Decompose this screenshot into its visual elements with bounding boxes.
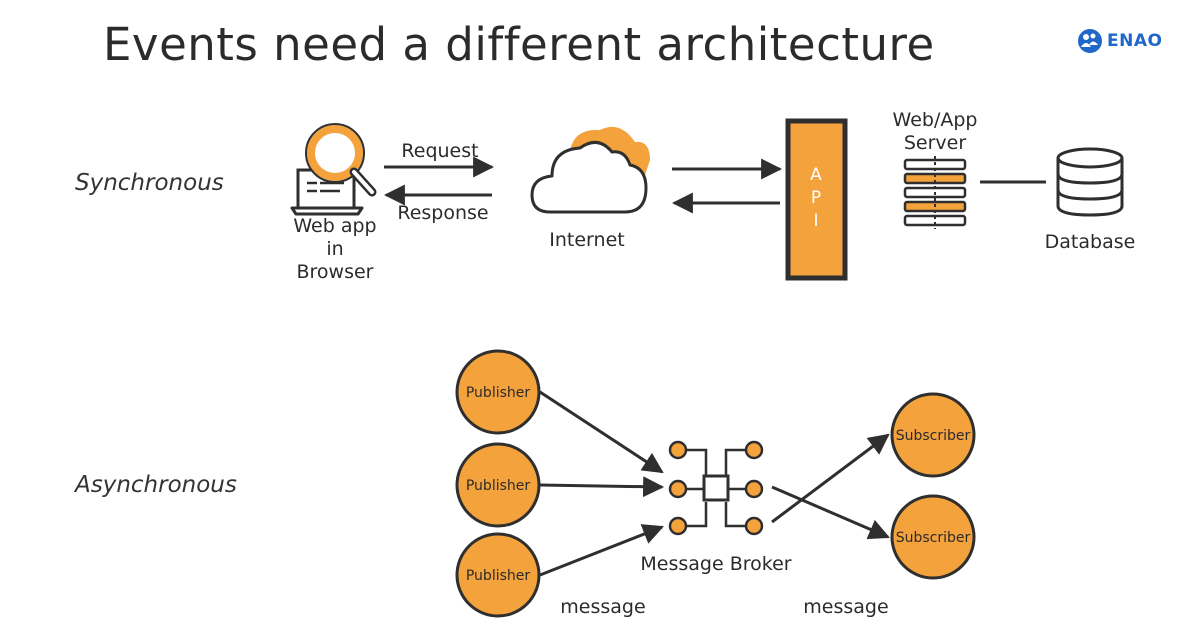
subscriber-1-label: Subscriber [896, 428, 971, 444]
web-browser-icon [290, 123, 377, 216]
database-label: Database [1045, 231, 1136, 253]
database-icon [1056, 147, 1124, 217]
publisher-3-label: Publisher [466, 568, 531, 584]
api-letter-p: P [811, 188, 821, 208]
publisher-3-arrow [539, 524, 664, 577]
asynchronous-label: Asynchronous [75, 472, 237, 498]
publisher-2-label: Publisher [466, 478, 531, 494]
api-letter-a: A [810, 165, 822, 185]
subscriber-2: Subscriber [890, 494, 976, 580]
server-stack-icon [903, 156, 967, 229]
message-broker-label: Message Broker [640, 553, 791, 575]
publisher-2: Publisher [455, 442, 541, 528]
publisher-2-arrow [539, 476, 665, 498]
publisher-1-arrow [539, 390, 664, 474]
api-gateway: A P I [785, 118, 848, 281]
response-label: Response [397, 202, 488, 224]
request-label: Request [401, 140, 478, 162]
page-title: Events need a different architecture [103, 18, 935, 71]
enao-people-icon [1078, 29, 1102, 53]
server-label-line1: Web/App [893, 109, 978, 131]
broker-to-subscriber-2-arrow [771, 485, 890, 540]
publisher-3: Publisher [455, 532, 541, 618]
message-label-left: message [560, 596, 645, 618]
publisher-1: Publisher [455, 349, 541, 435]
browser-label-line2: in [326, 238, 343, 260]
api-letter-i: I [813, 211, 818, 231]
synchronous-label: Synchronous [75, 170, 224, 196]
subscriber-2-label: Subscriber [896, 530, 971, 546]
message-broker-icon [668, 440, 764, 536]
enao-logo: ENAO [1076, 28, 1162, 54]
internet-label: Internet [549, 229, 624, 251]
server-label-line2: Server [904, 132, 966, 154]
logo-text: ENAO [1107, 31, 1163, 51]
browser-label-line1: Web app [293, 215, 376, 237]
browser-label-line3: Browser [297, 261, 374, 283]
publisher-1-label: Publisher [466, 385, 531, 401]
internet-cloud-icon [530, 126, 650, 214]
subscriber-1: Subscriber [890, 392, 976, 478]
message-label-right: message [803, 596, 888, 618]
broker-to-subscriber-1-arrow [771, 433, 890, 524]
